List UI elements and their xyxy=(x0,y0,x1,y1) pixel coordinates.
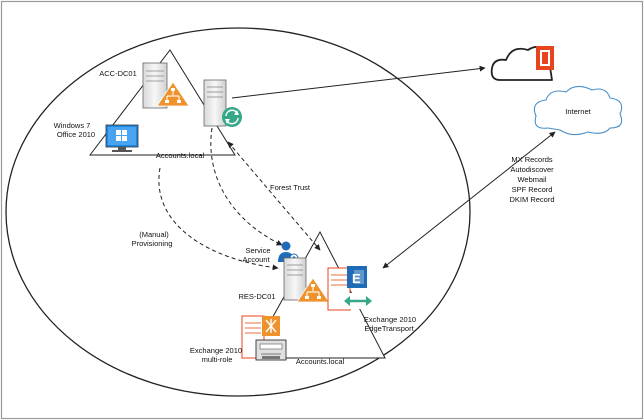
forest-trust-arrow xyxy=(227,141,321,251)
svg-text:E: E xyxy=(352,271,361,286)
service-label: Service xyxy=(245,246,270,255)
windows-logo-icon xyxy=(116,130,127,141)
multi-role-label: multi-role xyxy=(202,355,233,364)
provisioning-label: Provisioning xyxy=(132,239,173,248)
edge-transport-label: EdgeTransport xyxy=(364,324,414,333)
office2010-label: Office 2010 xyxy=(57,130,95,139)
multi-role-exchange-icon xyxy=(262,316,280,336)
acc-dc01-label: ACC-DC01 xyxy=(99,69,137,78)
dkim-record-label: DKIM Record xyxy=(509,195,554,204)
res-dc01-server xyxy=(283,257,307,301)
webmail-label: Webmail xyxy=(517,175,546,184)
internet-cloud xyxy=(533,85,623,136)
edge-exchange-label: Exchange 2010 xyxy=(364,315,416,324)
windows7-label: Windows 7 xyxy=(54,121,91,130)
acc-dc01-server xyxy=(142,62,168,109)
storage-device-icon xyxy=(255,339,287,361)
forest-trust-label: Forest Trust xyxy=(270,183,311,192)
internet-to-edge-arrow xyxy=(382,131,556,269)
accounts-local-bottom-label: Accounts.local xyxy=(296,357,345,366)
res-dc01-label: RES-DC01 xyxy=(238,292,275,301)
active-directory-icon xyxy=(156,81,190,107)
mx-records-label: MX Records xyxy=(511,155,553,164)
dirsync-sync-icon xyxy=(222,107,242,127)
accounts-local-top-label: Accounts.local xyxy=(156,151,205,160)
spf-record-label: SPF Record xyxy=(512,185,553,194)
edge-transport-arrows-icon xyxy=(342,293,372,309)
exchange-icon: E xyxy=(347,266,367,288)
provisioning-dashed-arrow xyxy=(158,167,279,271)
multi-role-exchange-label: Exchange 2010 xyxy=(190,346,242,355)
sync-to-office365-arrow xyxy=(231,65,486,99)
dirsync-server xyxy=(203,79,227,127)
manual-label: (Manual) xyxy=(139,230,169,239)
res-active-directory-icon xyxy=(296,277,330,303)
office365-cloud-icon xyxy=(490,45,554,81)
account-label: Account xyxy=(242,255,270,264)
windows7-client xyxy=(105,124,139,152)
autodiscover-label: Autodiscover xyxy=(510,165,554,174)
internet-label: Internet xyxy=(565,107,591,116)
service-account-dashed-arrow xyxy=(210,127,283,246)
